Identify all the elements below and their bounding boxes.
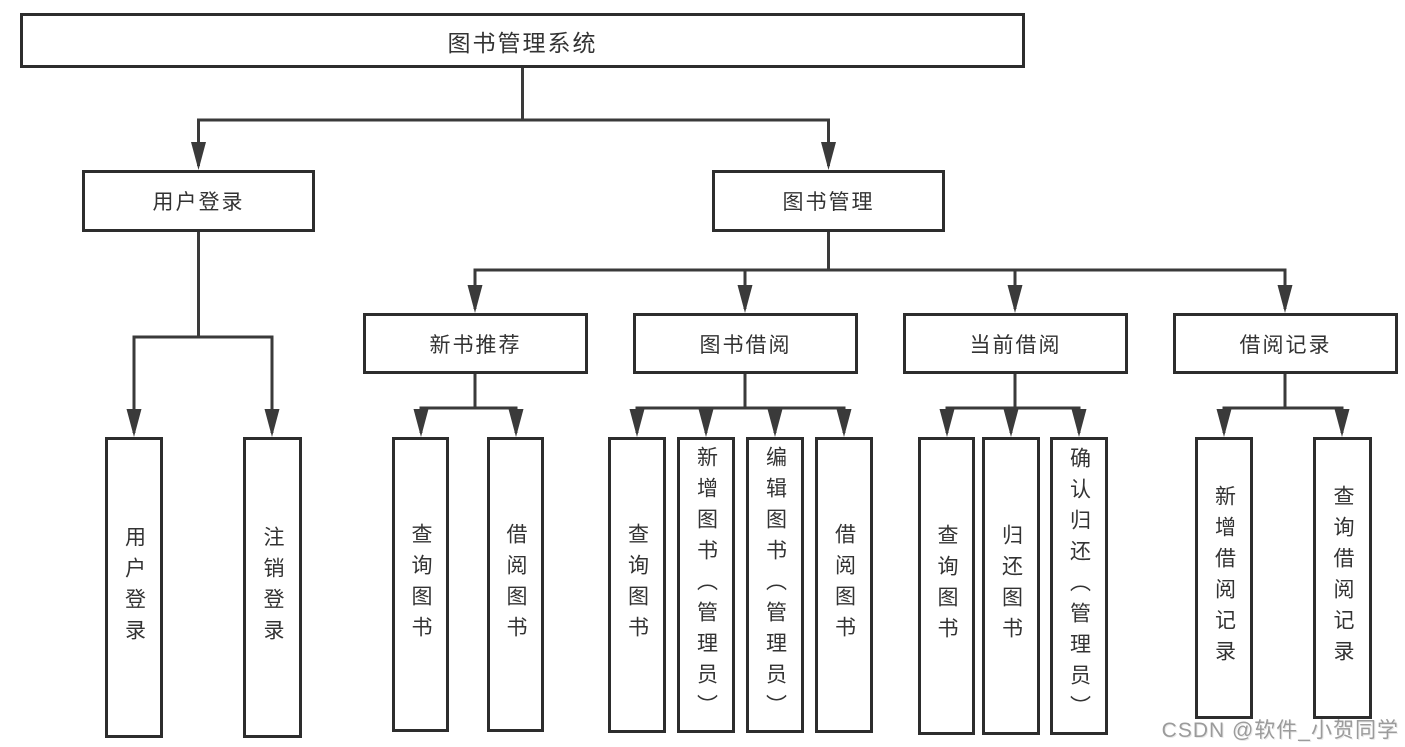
node-label: 用户登录: [152, 191, 245, 214]
node-borrow-books-recommend: 借阅图书: [487, 437, 544, 732]
node-label: 新书推荐: [429, 333, 522, 357]
node-label: 新增借阅记录: [1212, 485, 1236, 671]
node-label: 借阅记录: [1239, 333, 1332, 357]
node-book-borrow: 图书借阅: [633, 313, 858, 374]
node-label: 查询图书: [409, 522, 432, 647]
node-label: 注销登录: [261, 525, 284, 650]
node-new-book-recommend: 新书推荐: [363, 313, 588, 374]
node-return-book: 归还图书: [982, 437, 1040, 735]
node-edit-book-admin: 编辑图书（管理员）: [746, 437, 804, 733]
node-root: 图书管理系统: [20, 13, 1025, 68]
node-label: 查询图书: [625, 523, 649, 647]
node-borrow-records: 借阅记录: [1173, 313, 1398, 374]
node-logout-leaf: 注销登录: [243, 437, 302, 738]
csdn-watermark: CSDN @软件_小贺同学: [1161, 719, 1399, 742]
node-label: 用户登录: [122, 525, 146, 650]
node-label: 借阅图书: [832, 523, 856, 647]
node-label: 新增图书（管理员）: [694, 445, 718, 725]
node-label: 借阅图书: [504, 522, 527, 647]
node-label: 图书借阅: [699, 333, 792, 357]
node-label: 编辑图书（管理员）: [763, 445, 787, 725]
node-query-books-borrow: 查询图书: [608, 437, 666, 733]
node-borrow-books-leaf: 借阅图书: [815, 437, 873, 733]
node-label: 当前借阅: [969, 333, 1062, 357]
node-label: 确认归还（管理员）: [1067, 446, 1091, 726]
node-query-borrow-record: 查询借阅记录: [1313, 437, 1372, 719]
node-add-borrow-record: 新增借阅记录: [1195, 437, 1253, 719]
node-query-books-current: 查询图书: [918, 437, 975, 735]
node-confirm-return-admin: 确认归还（管理员）: [1050, 437, 1108, 735]
node-user-login: 用户登录: [82, 170, 315, 232]
node-label: 归还图书: [999, 524, 1023, 648]
node-query-books-recommend: 查询图书: [392, 437, 449, 732]
node-add-book-admin: 新增图书（管理员）: [677, 437, 735, 733]
node-book-management: 图书管理: [712, 170, 945, 232]
node-label: 查询借阅记录: [1331, 485, 1354, 671]
node-current-borrow: 当前借阅: [903, 313, 1128, 374]
node-user-login-leaf: 用户登录: [105, 437, 163, 738]
node-label: 图书管理: [782, 191, 875, 214]
connector-paths: [132, 67, 1344, 433]
node-label: 图书管理系统: [447, 29, 598, 56]
node-label: 查询图书: [935, 524, 958, 648]
